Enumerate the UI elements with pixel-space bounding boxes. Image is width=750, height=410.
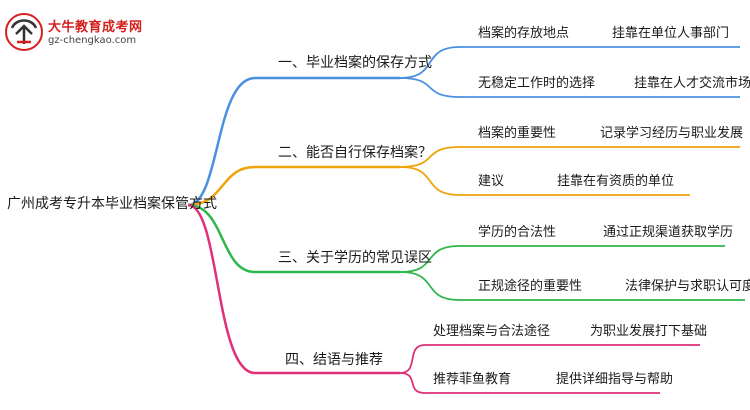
connector-root-branch-2 (187, 165, 400, 207)
connector-root-branch-3 (187, 203, 400, 274)
branch-3-row-2-topic: 正规途径的重要性 (478, 279, 583, 294)
branch-4-row-1-topic: 处理档案与合法途径 (433, 324, 551, 339)
connector-b4-leaf-2 (399, 372, 660, 394)
bull-logo-icon (5, 13, 43, 51)
branch-2-row-1-detail: 记录学习经历与职业发展 (600, 126, 744, 141)
branch-2-row-2-topic: 建议 (478, 174, 505, 189)
branch-3-row-2-detail: 法律保护与求职认可度 (625, 279, 750, 294)
logo-title: 大牛教育成考网 (48, 20, 143, 35)
branch-4-row-2-detail: 提供详细指导与帮助 (556, 372, 674, 387)
connector-b2-leaf-1 (399, 146, 740, 168)
connector-root-branch-4 (187, 203, 400, 375)
branch-3-row-1-topic: 学历的合法性 (478, 225, 557, 240)
connector-b3-leaf-2 (399, 271, 745, 301)
branch-2-label: 二、能否自行保存档案？ (278, 145, 432, 161)
branch-1-row-1-topic: 档案的存放地点 (478, 26, 570, 41)
site-logo: 大牛教育成考网 gz-chengkao.com (4, 12, 164, 52)
root-node: 广州成考专升本毕业档案保管方式 (7, 196, 217, 212)
branch-3-label: 三、关于学历的常见误区 (278, 250, 432, 266)
connector-root-branch-1 (187, 76, 400, 207)
branch-1-label: 一、毕业档案的保存方式 (278, 55, 432, 71)
branch-4-label: 四、结语与推荐 (285, 352, 383, 368)
logo-url: gz-chengkao.com (48, 35, 137, 46)
connector-b1-leaf-1 (399, 46, 740, 79)
branch-4-row-2-topic: 推荐菲鱼教育 (433, 372, 512, 387)
connector-b1-leaf-2 (399, 77, 740, 98)
branch-1-row-2-topic: 无稳定工作时的选择 (478, 76, 596, 91)
branch-2-row-2-detail: 挂靠在有资质的单位 (557, 174, 675, 189)
connector-b2-leaf-2 (399, 166, 690, 196)
branch-2-row-1-topic: 档案的重要性 (478, 126, 557, 141)
connector-b4-leaf-1 (399, 344, 700, 374)
branch-3-row-1-detail: 通过正规渠道获取学历 (603, 225, 734, 240)
branch-1-row-1-detail: 挂靠在单位人事部门 (612, 26, 730, 41)
connector-b3-leaf-1 (399, 245, 725, 273)
branch-4-row-1-detail: 为职业发展打下基础 (590, 324, 708, 339)
branch-1-row-2-detail: 挂靠在人才交流市场 (634, 76, 750, 91)
